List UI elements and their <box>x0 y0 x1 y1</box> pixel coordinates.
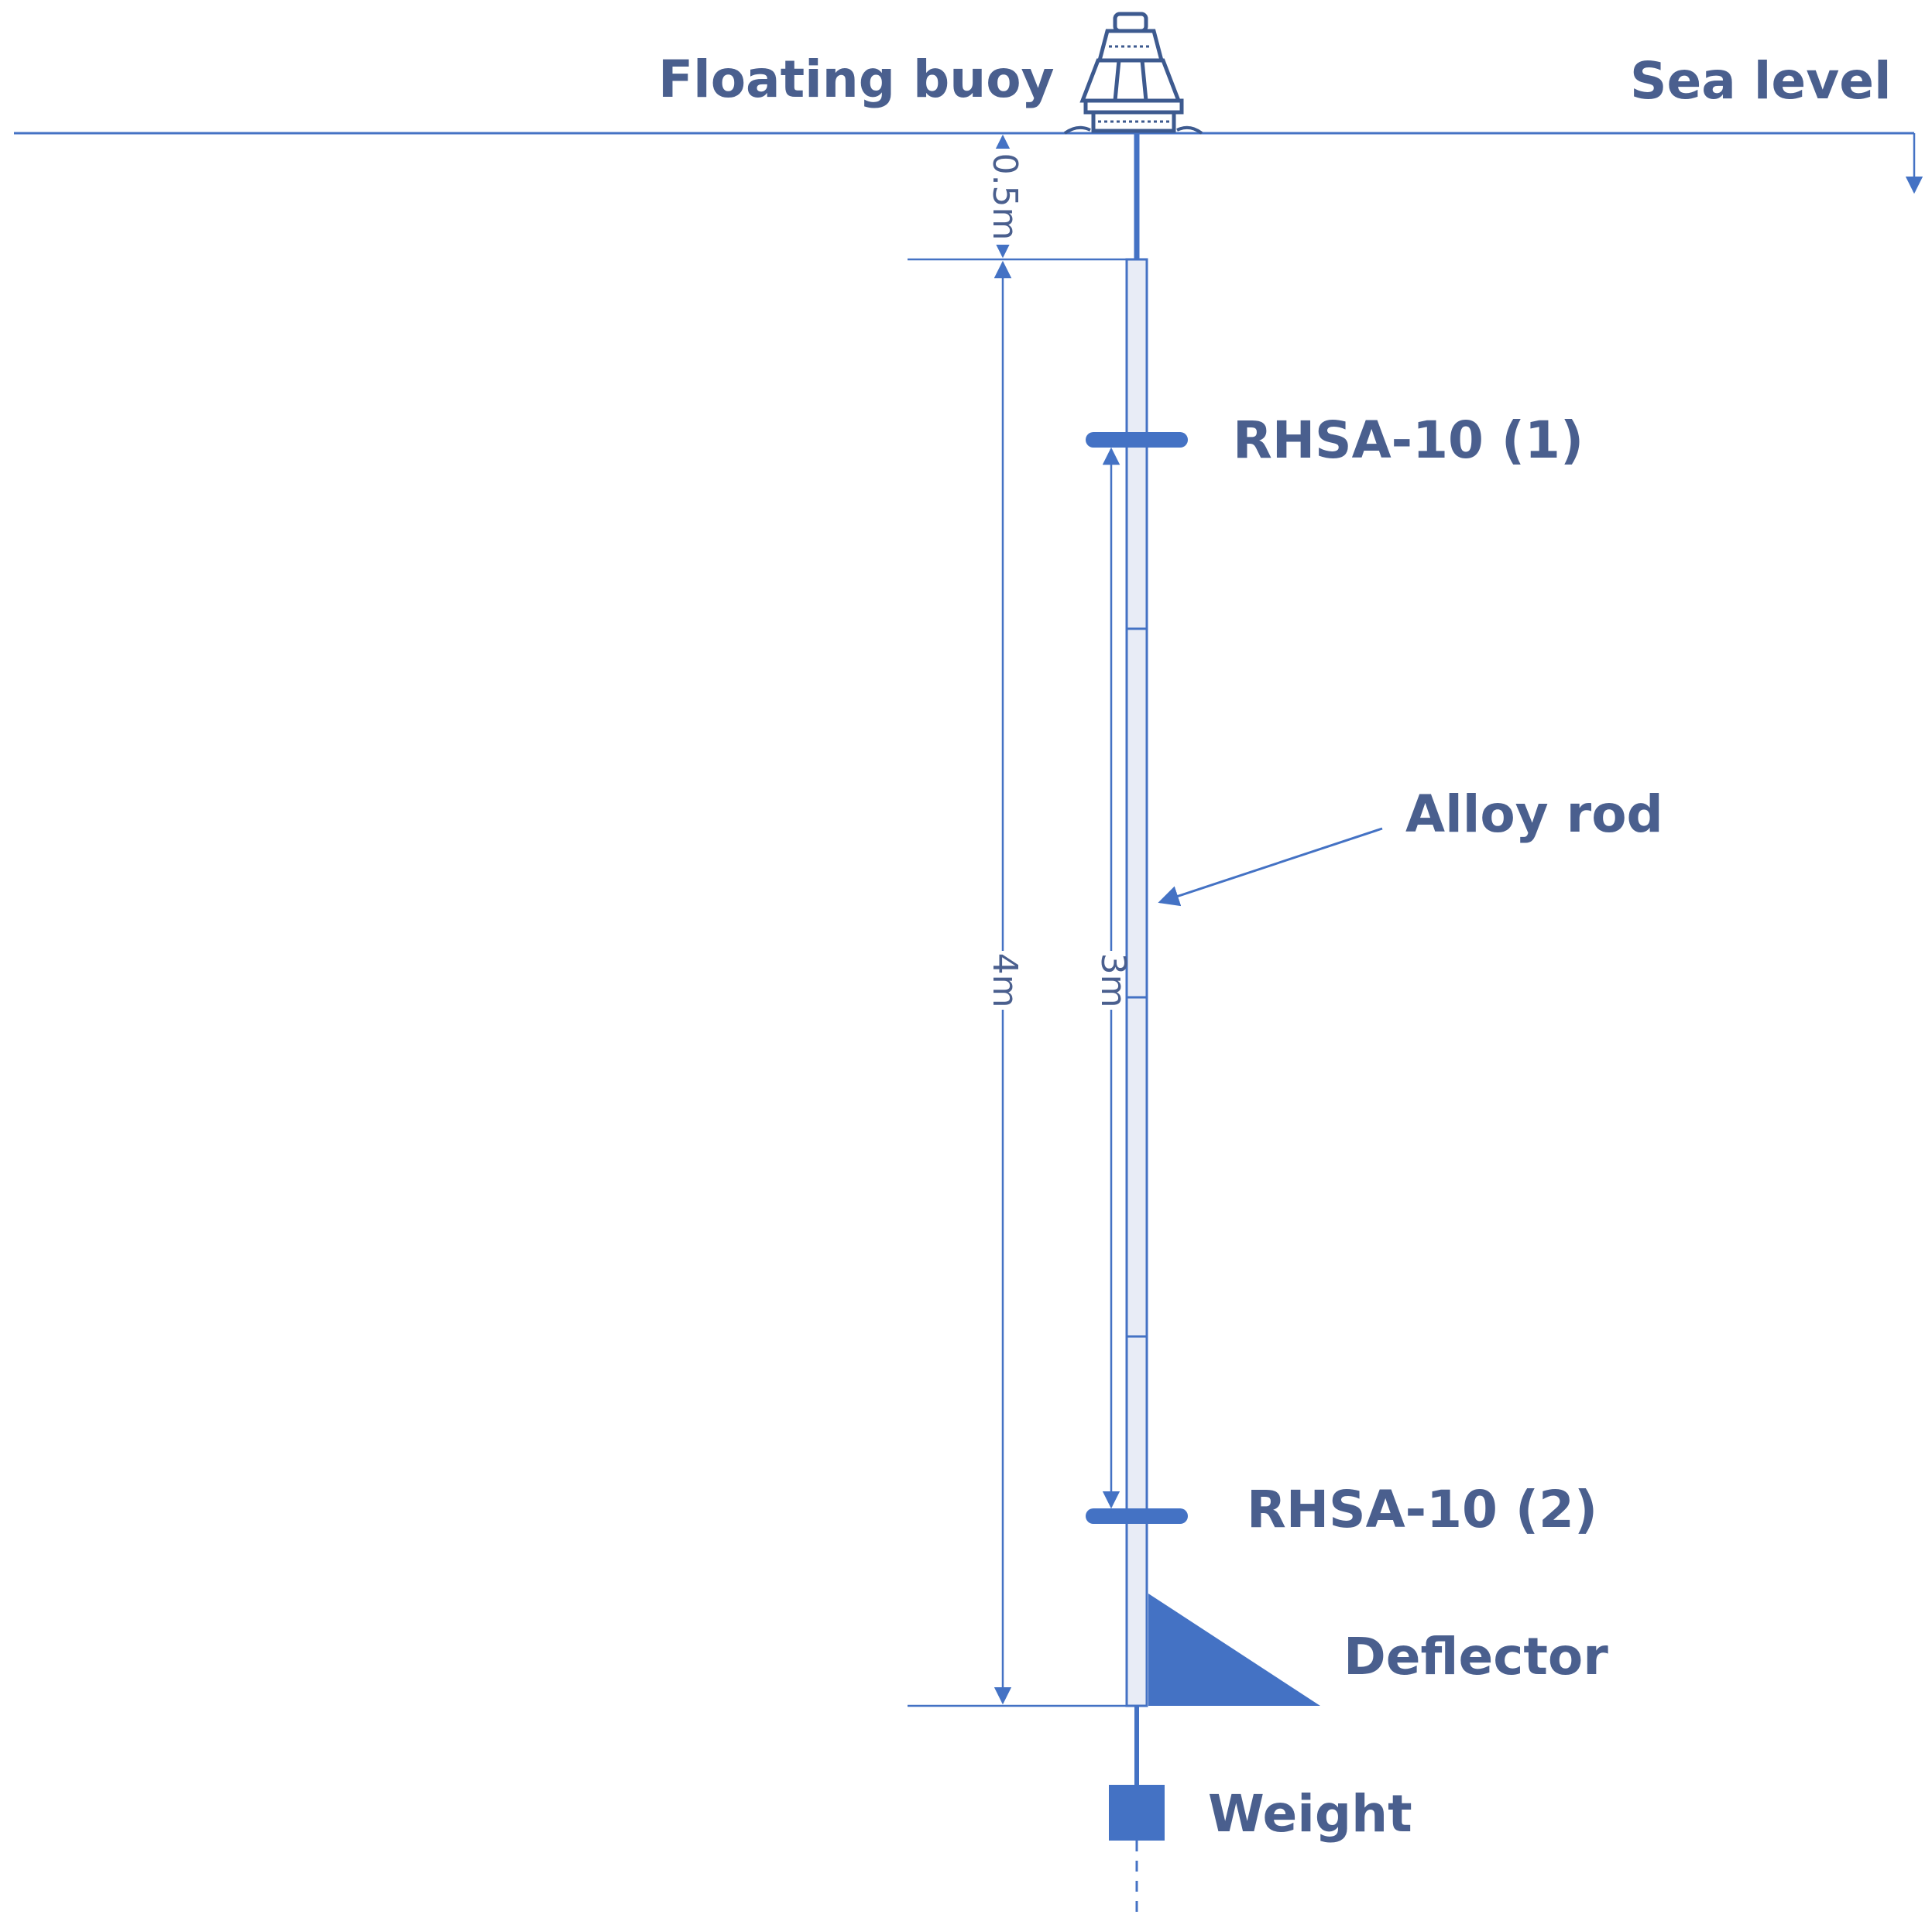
weight-block <box>1109 1785 1165 1841</box>
sea-level-line <box>14 132 1923 194</box>
deflector-label: Deflector <box>1343 1627 1608 1686</box>
alloy-rod-label: Alloy rod <box>1405 784 1663 844</box>
sensor-2-label: RHSA-10 (2) <box>1247 1480 1597 1539</box>
deflector-shape <box>1148 1594 1320 1706</box>
dimension-label-4m: 4m <box>985 953 1024 1008</box>
dimension-label-0-5m: 0.5m <box>985 153 1024 241</box>
sensor-1-label: RHSA-10 (1) <box>1233 410 1584 470</box>
sensor-2-marker <box>1086 1508 1188 1524</box>
alloy-rod <box>1125 258 1148 1707</box>
dimension-0-5m: 0.5m <box>985 134 1024 259</box>
dimension-3m: 3m <box>1093 447 1133 1509</box>
sensor-1-marker <box>1086 432 1188 448</box>
weight-label: Weight <box>1208 1784 1412 1844</box>
alloy-rod-pointer <box>1158 827 1383 907</box>
floating-buoy-label: Floating buoy <box>658 50 1055 109</box>
dimension-label-3m: 3m <box>1093 953 1133 1008</box>
dimension-4m: 4m <box>985 260 1024 1705</box>
floating-buoy-icon <box>1063 12 1203 135</box>
sea-level-label: Sea level <box>1630 51 1892 111</box>
